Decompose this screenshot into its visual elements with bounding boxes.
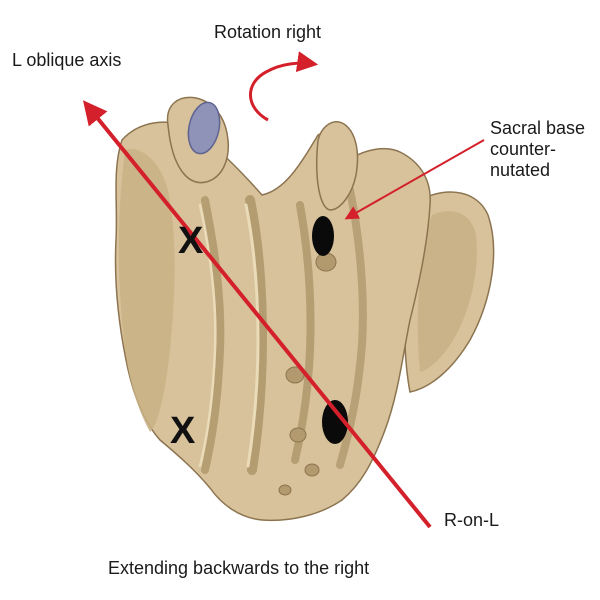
sacral-base-label-line: counter-: [490, 139, 557, 159]
sacrum-bone: [114, 96, 495, 522]
articular-facet: [187, 101, 221, 155]
left-lateral-mass: [118, 149, 175, 433]
right-lateral-crest: [336, 186, 367, 469]
r-on-l-label: R-on-L: [444, 510, 500, 530]
left-intermediate-crest: [201, 196, 225, 474]
sacral-base-label-line: Sacral base: [490, 118, 586, 138]
oblique-axis-label: L oblique axis: [12, 50, 122, 70]
sacral-base-pointer: [344, 139, 485, 220]
foramen: [315, 252, 337, 272]
extending-caption: Extending backwards to the right: [108, 558, 370, 578]
right-intermediate-crest: [291, 201, 315, 464]
rotation-label: Rotation right: [214, 22, 322, 42]
foramen: [304, 463, 320, 477]
rotation-arrow-icon: [249, 51, 319, 122]
oblique-axis-arrow: [82, 100, 432, 529]
right-ala-shadow: [417, 211, 477, 372]
left-intermediate-highlight: [198, 203, 217, 468]
sacral-base-label-line: nutated: [490, 160, 551, 180]
upper-x-marker: X: [178, 220, 204, 262]
sacral-base-label: Sacral base counter- nutated: [490, 118, 585, 181]
foramen: [278, 484, 292, 496]
ila-dot: [322, 400, 348, 444]
sacral-base-dot: [312, 216, 334, 256]
foramen: [289, 427, 307, 443]
right-superior-articular-process: [315, 121, 359, 211]
lower-x-marker: X: [170, 410, 196, 452]
median-crest-highlight: [244, 203, 260, 468]
median-crest: [245, 195, 268, 475]
